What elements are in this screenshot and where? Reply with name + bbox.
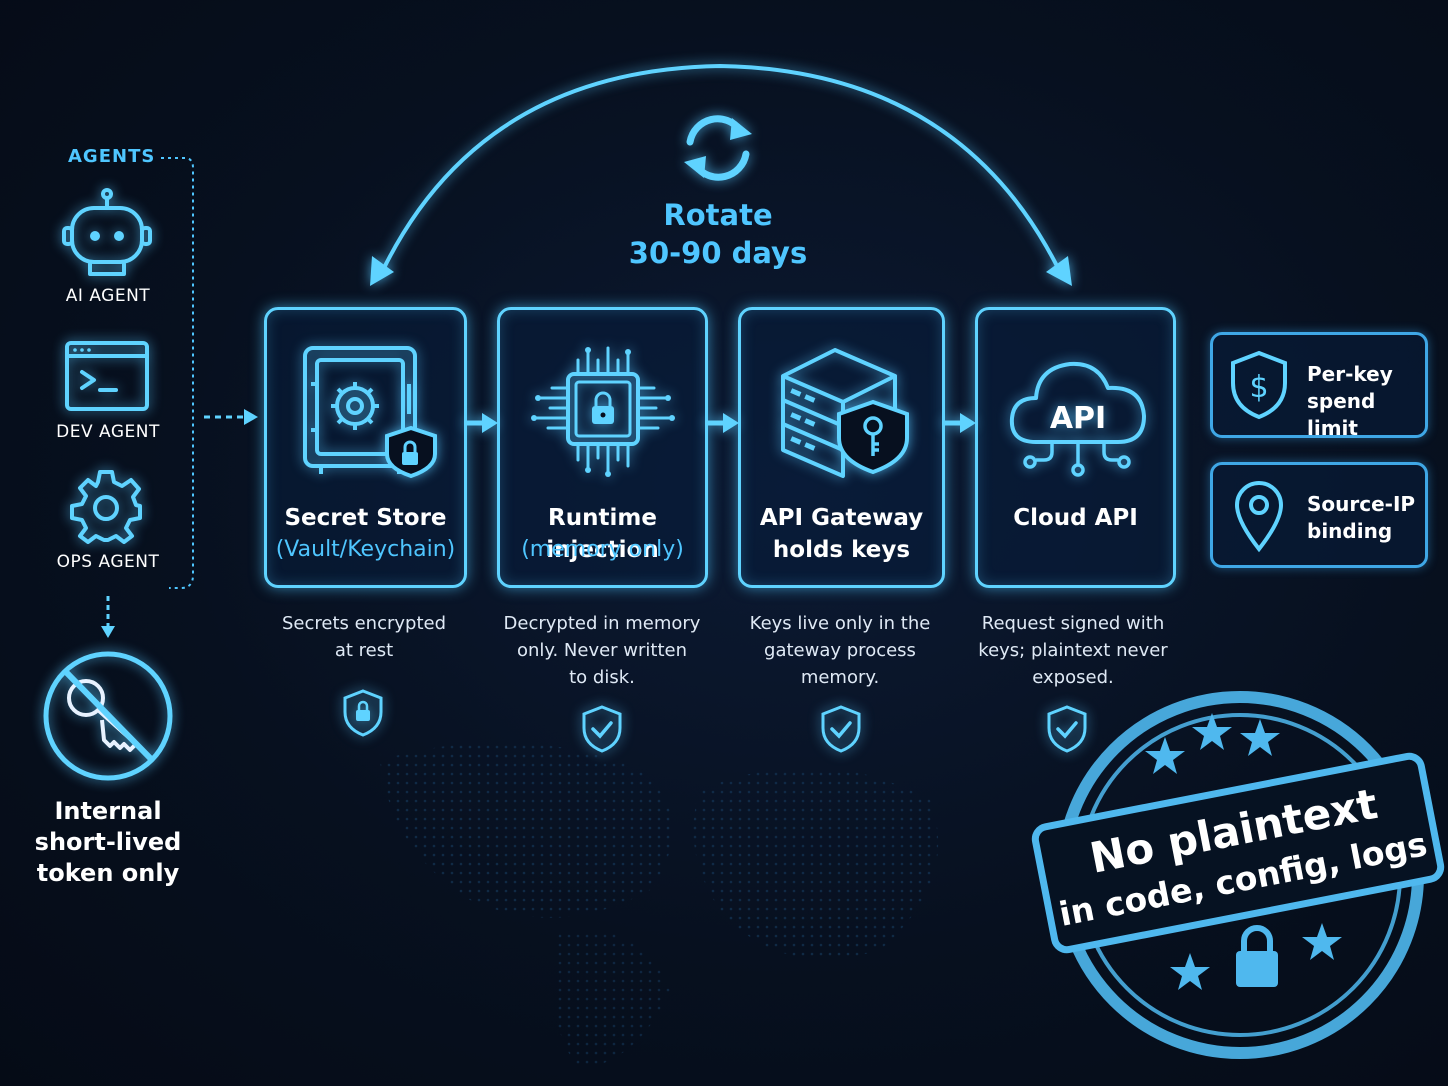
desc-line: memory. [800,667,880,688]
agent-label-ops: OPS AGENT [56,552,160,572]
step-title: Secret Store [284,505,447,531]
terminal-icon [65,341,149,411]
step-description: Request signed with keys; plaintext neve… [962,610,1184,691]
desc-line: Keys live only in the [749,613,931,634]
step-secret-store[interactable]: Secret Store (Vault/Keychain) [264,307,467,588]
desc-line: Request signed with [981,613,1165,634]
token-note-line: token only [36,859,180,887]
location-pin-icon [1234,481,1284,553]
step-title-line2: holds keys [772,537,911,563]
step-subtitle: (Vault/Keychain) [275,537,456,562]
step-title: Runtime injection [546,505,659,563]
step-title: API Gateway [759,505,924,531]
shield-check-icon [1047,705,1087,753]
flow-arrow [942,413,976,433]
rotate-arc [370,63,1072,286]
robot-icon [62,188,152,276]
shield-check-icon [821,705,861,753]
step-title: Cloud API [1013,505,1138,531]
control-line: Per-key [1307,362,1393,386]
step-description: Keys live only in the gateway process me… [730,610,950,691]
safe-icon [303,346,437,479]
desc-line: Decrypted in memory [503,613,701,634]
step-cloud-api[interactable]: API Cloud API [975,307,1176,588]
agents-to-store-arrow [204,409,258,425]
control-line: binding [1307,519,1393,543]
token-note: Internal short-lived token only [28,796,188,889]
rotate-label: Rotate 30-90 days [598,196,838,272]
step-subtitle: (memory only) [521,537,684,562]
rotate-line2: 30-90 days [628,236,808,270]
rotate-line1: Rotate [663,198,773,232]
flow-arrow [705,413,739,433]
token-note-line: Internal [54,797,162,825]
agents-bracket [161,157,194,589]
no-plaintext-stamp: No plaintext in code, config, logs [1029,675,1448,1075]
svg-text:$: $ [1249,370,1268,405]
token-note-line: short-lived [34,828,182,856]
agents-down-arrow [101,596,115,638]
desc-line: only. Never written [516,640,688,661]
control-source-ip[interactable]: Source-IP binding [1210,462,1428,568]
agent-label-dev: DEV AGENT [56,422,160,442]
control-label: Source-IP binding [1307,491,1415,545]
no-key-icon [43,651,173,781]
chip-lock-icon [531,346,675,477]
desc-line: gateway process [764,640,916,661]
cloud-api-text: API [1050,401,1106,436]
step-description: Secrets encrypted at rest [264,610,464,664]
step-api-gateway[interactable]: API Gateway holds keys [738,307,945,588]
desc-line: to disk. [569,667,635,688]
control-line: Source-IP [1307,492,1416,516]
desc-line: exposed. [1032,667,1114,688]
flow-arrow [464,413,498,433]
control-line: spend limit [1307,389,1376,440]
background-map-dots [380,742,939,1070]
refresh-icon [684,115,752,181]
control-label: Per-key spend limit [1307,361,1425,442]
server-key-icon [781,348,909,478]
desc-line: at rest [334,640,394,661]
step-runtime-injection[interactable]: Runtime injection (memory only) [497,307,708,588]
agent-label-ai: AI AGENT [65,286,151,306]
step-description: Decrypted in memory only. Never written … [492,610,712,691]
control-spend-limit[interactable]: $ Per-key spend limit [1210,332,1428,440]
desc-line: Secrets encrypted [281,613,447,634]
shield-lock-icon [343,689,383,737]
shield-dollar-icon: $ [1231,350,1287,420]
gear-icon [70,470,142,544]
agents-header: AGENTS [68,146,156,167]
desc-line: keys; plaintext never [978,640,1168,661]
cloud-api-icon: API [1009,361,1146,477]
shield-check-icon [582,705,622,753]
